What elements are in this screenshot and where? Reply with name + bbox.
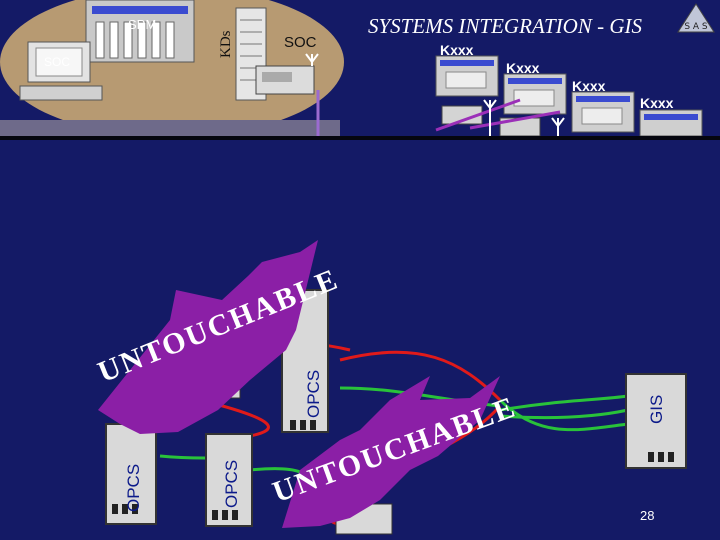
kxxx-label: Kxxx [640, 95, 674, 111]
page-number: 28 [640, 508, 655, 523]
opcs-label: OPCS [304, 369, 323, 418]
soc-modem [255, 53, 319, 95]
kxxx-label: Kxxx [572, 78, 606, 94]
kxxx-station [571, 91, 635, 133]
untouchable-burst [98, 240, 318, 434]
divider-band [0, 136, 720, 140]
kxxx-station [503, 73, 567, 115]
page-title: SYSTEMS INTEGRATION - GIS [368, 14, 642, 38]
kxxx-label: Kxxx [440, 42, 474, 58]
kds-label: KDs [218, 30, 234, 58]
soc-computer-icon [19, 41, 103, 101]
kxxx-links [316, 90, 565, 138]
opcs-label: OPCS [222, 459, 241, 508]
spm-console [85, 0, 195, 63]
soc-left-label: SOC [44, 55, 71, 69]
gis-cabinet [625, 373, 687, 469]
opcs-cabinet [205, 433, 253, 527]
opcs-label: OPCS [124, 463, 143, 512]
kxxx-label: Kxxx [506, 60, 540, 76]
logo-letters: S A S [684, 22, 708, 32]
sas-logo-icon: S A S [677, 3, 715, 33]
kxxx-station [435, 55, 499, 97]
kxxx-station [639, 109, 703, 137]
untouchable-burst [282, 376, 500, 528]
gis-label: GIS [647, 394, 666, 424]
soc-right-label: SOC [284, 34, 317, 51]
spm-label: SPM [128, 17, 157, 32]
console-desk [0, 120, 340, 138]
